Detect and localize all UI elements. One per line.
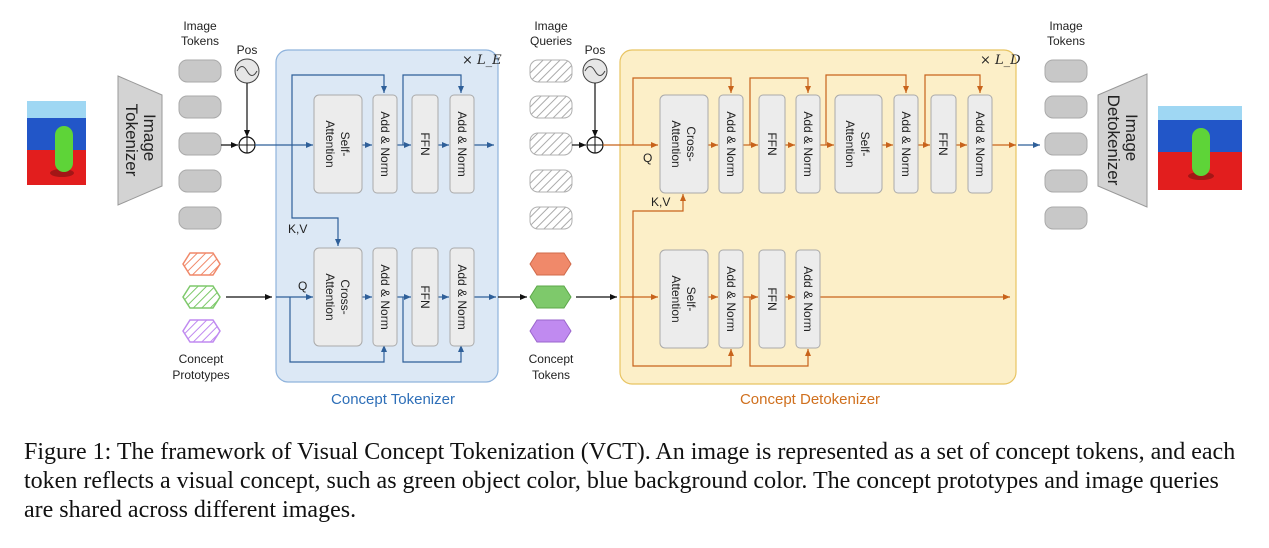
detokenizer-add-norm-block: Add & Norm: [718, 94, 744, 194]
image-tokens-label: Tokens: [1047, 34, 1085, 48]
svg-text:Add & Norm: Add & Norm: [899, 111, 913, 176]
detokenizer-ffn-block: FFN: [758, 249, 786, 349]
image-queries-label: Image: [534, 19, 568, 33]
q-label-left: Q: [298, 279, 307, 293]
image-token-column-left: [178, 59, 222, 230]
svg-text:Add & Norm: Add & Norm: [724, 111, 738, 176]
detokenizer-ffn-block: FFN: [758, 94, 786, 194]
svg-text:Self-Attention: Self-Attention: [843, 120, 872, 167]
concept-token-column: [529, 252, 572, 343]
concept-prototype-tokens: [182, 252, 221, 343]
detokenizer-self-attention-block: Self-Attention: [659, 249, 709, 349]
svg-text:Self-Attention: Self-Attention: [669, 275, 698, 322]
positional-encoding-icon-left: [234, 58, 260, 84]
svg-text:FFN: FFN: [418, 285, 432, 308]
image-detokenizer-block: [1097, 73, 1148, 208]
positional-encoding-icon-right: [582, 58, 608, 84]
image-token-column-right: [1044, 59, 1088, 230]
svg-text:Image Tokenizer: Image Tokenizer: [122, 104, 159, 177]
concept-prototypes-label: Concept: [179, 352, 224, 366]
concept-prototypes-label: Prototypes: [172, 368, 229, 382]
output-image: [1158, 106, 1242, 190]
detokenizer-ffn-block: FFN: [930, 94, 957, 194]
svg-text:FFN: FFN: [765, 132, 779, 155]
tokenizer-ffn-block: FFN: [411, 247, 439, 347]
tokenizer-add-norm-block: Add & Norm: [449, 94, 475, 194]
image-detokenizer-label: Image: [1122, 114, 1141, 161]
image-queries-label: Queries: [530, 34, 572, 48]
svg-text:Add & Norm: Add & Norm: [378, 264, 392, 329]
image-tokens-label: Tokens: [181, 34, 219, 48]
concept-tokens-label: Concept: [529, 352, 574, 366]
kv-label-right: K,V: [651, 195, 670, 209]
image-tokenizer-label: Tokenizer: [122, 104, 141, 177]
svg-text:Add & Norm: Add & Norm: [455, 111, 469, 176]
tokenizer-repeat-label: × L_E: [462, 53, 502, 68]
svg-text:Add & Norm: Add & Norm: [801, 266, 815, 331]
detokenizer-add-norm-block: Add & Norm: [795, 94, 821, 194]
kv-label-left: K,V: [288, 222, 307, 236]
pos-label-left: Pos: [237, 43, 258, 57]
figure-caption: Figure 1: The framework of Visual Concep…: [24, 439, 1236, 523]
image-query-column: [529, 59, 573, 230]
tokenizer-add-norm-block: Add & Norm: [449, 247, 475, 347]
image-tokens-label: Image: [1049, 19, 1083, 33]
tokenizer-ffn-block: FFN: [411, 94, 439, 194]
svg-text:Cross-Attention: Cross-Attention: [323, 273, 352, 320]
svg-text:FFN: FFN: [418, 132, 432, 155]
image-tokenizer-label: Image: [140, 114, 159, 161]
tokenizer-cross-attention-block: Cross-Attention: [313, 247, 363, 347]
q-label-right: Q: [643, 151, 652, 165]
add-icon-right: [586, 136, 604, 154]
svg-text:Cross-Attention: Cross-Attention: [669, 120, 698, 167]
svg-text:Add & Norm: Add & Norm: [378, 111, 392, 176]
tokenizer-add-norm-block: Add & Norm: [372, 94, 398, 194]
image-tokenizer-block: [117, 75, 163, 206]
detokenizer-add-norm-block: Add & Norm: [893, 94, 919, 194]
input-image: [27, 101, 86, 185]
pos-label-right: Pos: [585, 43, 606, 57]
svg-text:Add & Norm: Add & Norm: [724, 266, 738, 331]
svg-text:FFN: FFN: [936, 132, 950, 155]
concept-detokenizer-title: Concept Detokenizer: [740, 391, 880, 408]
tokenizer-self-attention-block: Self-Attention: [313, 94, 363, 194]
detokenizer-self-attention-block: Self-Attention: [834, 94, 883, 194]
svg-text:Self-Attention: Self-Attention: [323, 120, 352, 167]
concept-tokens-label: Tokens: [532, 368, 570, 382]
detokenizer-add-norm-block: Add & Norm: [718, 249, 744, 349]
add-icon-left: [238, 136, 256, 154]
image-detokenizer-label: Detokenizer: [1104, 95, 1123, 186]
tokenizer-add-norm-block: Add & Norm: [372, 247, 398, 347]
svg-text:Add & Norm: Add & Norm: [973, 111, 987, 176]
concept-tokenizer-title: Concept Tokenizer: [331, 391, 455, 408]
svg-text:FFN: FFN: [765, 287, 779, 310]
svg-text:Add & Norm: Add & Norm: [801, 111, 815, 176]
detokenizer-add-norm-block: Add & Norm: [967, 94, 993, 194]
svg-text:Add & Norm: Add & Norm: [455, 264, 469, 329]
svg-text:Image Detokenizer: Image Detokenizer: [1104, 95, 1141, 186]
detokenizer-repeat-label: × L_D: [980, 53, 1021, 68]
detokenizer-add-norm-block: Add & Norm: [795, 249, 821, 349]
image-tokens-label: Image: [183, 19, 217, 33]
detokenizer-cross-attention-block: Cross-Attention: [659, 94, 709, 194]
